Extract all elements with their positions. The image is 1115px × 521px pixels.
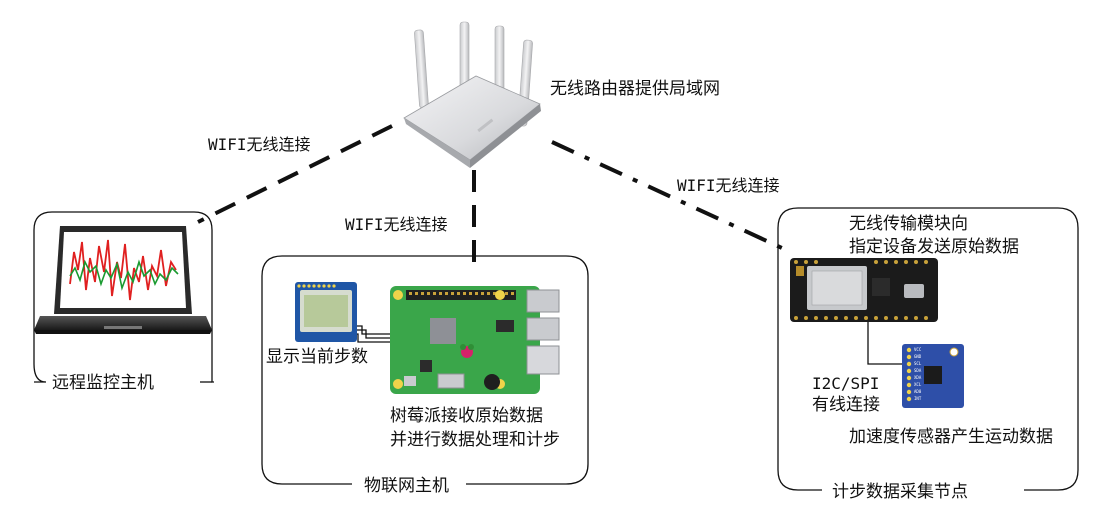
link-label-left: WIFI无线连接: [208, 135, 311, 154]
screen-red-trace: [69, 239, 177, 301]
i2c-wire: [867, 322, 904, 365]
svg-text:SDA: SDA: [914, 368, 922, 373]
raspberry-pi-icon: [390, 286, 560, 394]
link-label-center: WIFI无线连接: [345, 215, 448, 234]
display-label: 显示当前步数: [266, 347, 368, 367]
link-router-to-remote: [197, 124, 393, 224]
svg-text:VCC: VCC: [914, 347, 922, 352]
bus-label-line2: 有线连接: [812, 395, 880, 415]
sensor-desc: 加速度传感器产生运动数据: [849, 427, 1053, 447]
pi-desc-line1: 树莓派接收原始数据: [390, 406, 543, 426]
laptop-icon: [34, 226, 212, 334]
remote-host-group: [33, 211, 214, 383]
router-icon: [403, 21, 541, 168]
svg-text:INT: INT: [914, 396, 922, 401]
lcd-display-icon: [295, 282, 357, 342]
link-label-right: WIFI无线连接: [677, 176, 780, 195]
svg-text:XDA: XDA: [914, 375, 922, 380]
svg-text:AD0: AD0: [914, 389, 922, 394]
bus-label-line1: I2C/SPI: [812, 374, 879, 393]
wifi-module-desc-line1: 无线传输模块向: [849, 214, 968, 234]
collector-group: [777, 207, 1079, 491]
wifi-module-desc-line2: 指定设备发送原始数据: [849, 237, 1019, 257]
svg-text:XCL: XCL: [914, 382, 922, 387]
collector-title: 计步数据采集节点: [832, 482, 968, 502]
iot-host-title: 物联网主机: [364, 476, 449, 496]
iot-host-group: [261, 255, 589, 485]
remote-host-title: 远程监控主机: [52, 373, 154, 393]
pi-desc-line2: 并进行数据处理和计步: [390, 430, 560, 450]
router-label: 无线路由器提供局域网: [550, 79, 720, 99]
link-router-to-collector: [551, 140, 783, 250]
lcd-wire: [357, 325, 390, 343]
screen-green-trace: [69, 259, 179, 291]
svg-text:GND: GND: [914, 354, 922, 359]
svg-text:SCL: SCL: [914, 361, 922, 366]
wifi-module-icon: [790, 258, 938, 322]
